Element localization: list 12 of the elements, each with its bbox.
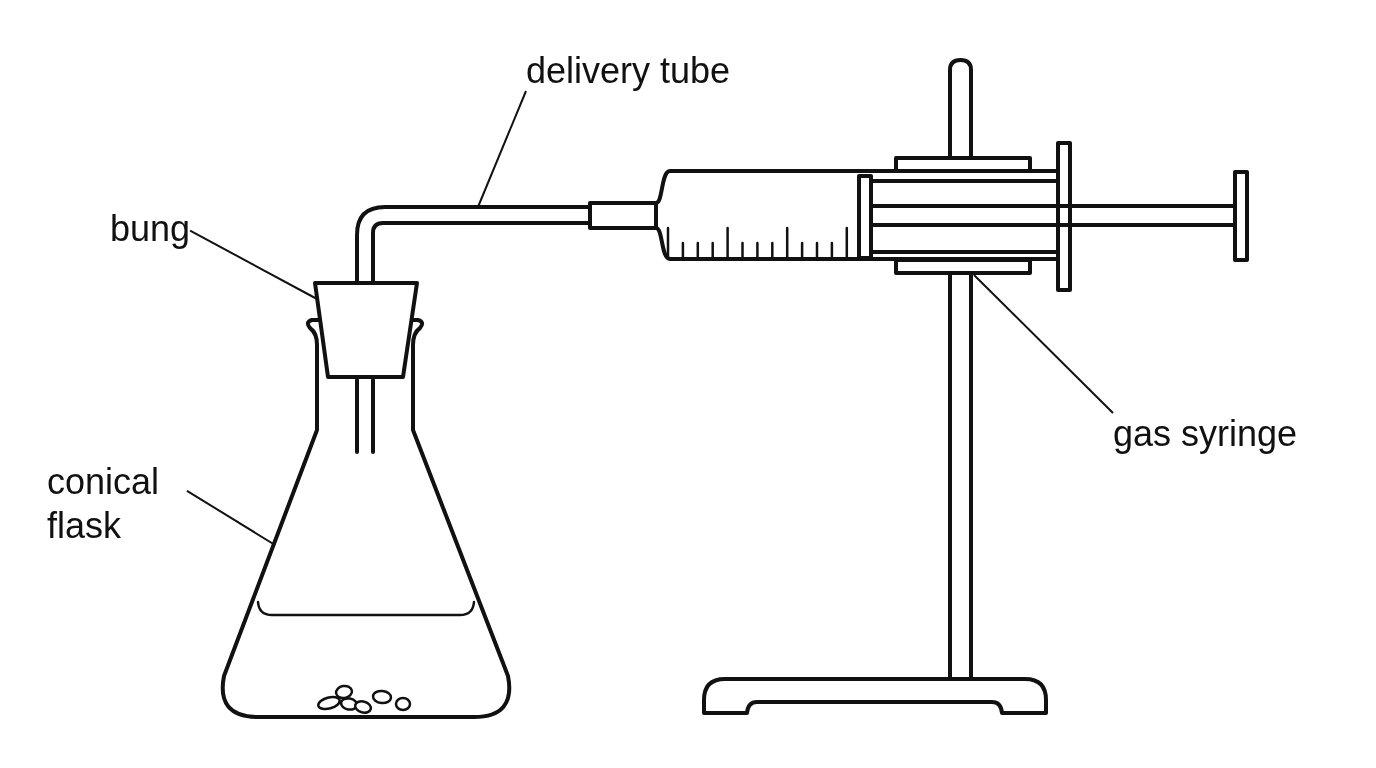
delivery-tube [355, 205, 588, 281]
part-label: bung [110, 208, 191, 249]
gas-syringe [588, 141, 1249, 292]
part-label: delivery tube [526, 50, 731, 91]
leader-line [973, 274, 1114, 414]
conical-flask [220, 318, 512, 719]
bung [313, 281, 419, 379]
part-label: conical flask [47, 460, 187, 548]
leader-line [477, 90, 527, 208]
part-label: gas syringe [1113, 413, 1298, 454]
leader-line [186, 489, 276, 546]
leader-line [189, 229, 318, 300]
